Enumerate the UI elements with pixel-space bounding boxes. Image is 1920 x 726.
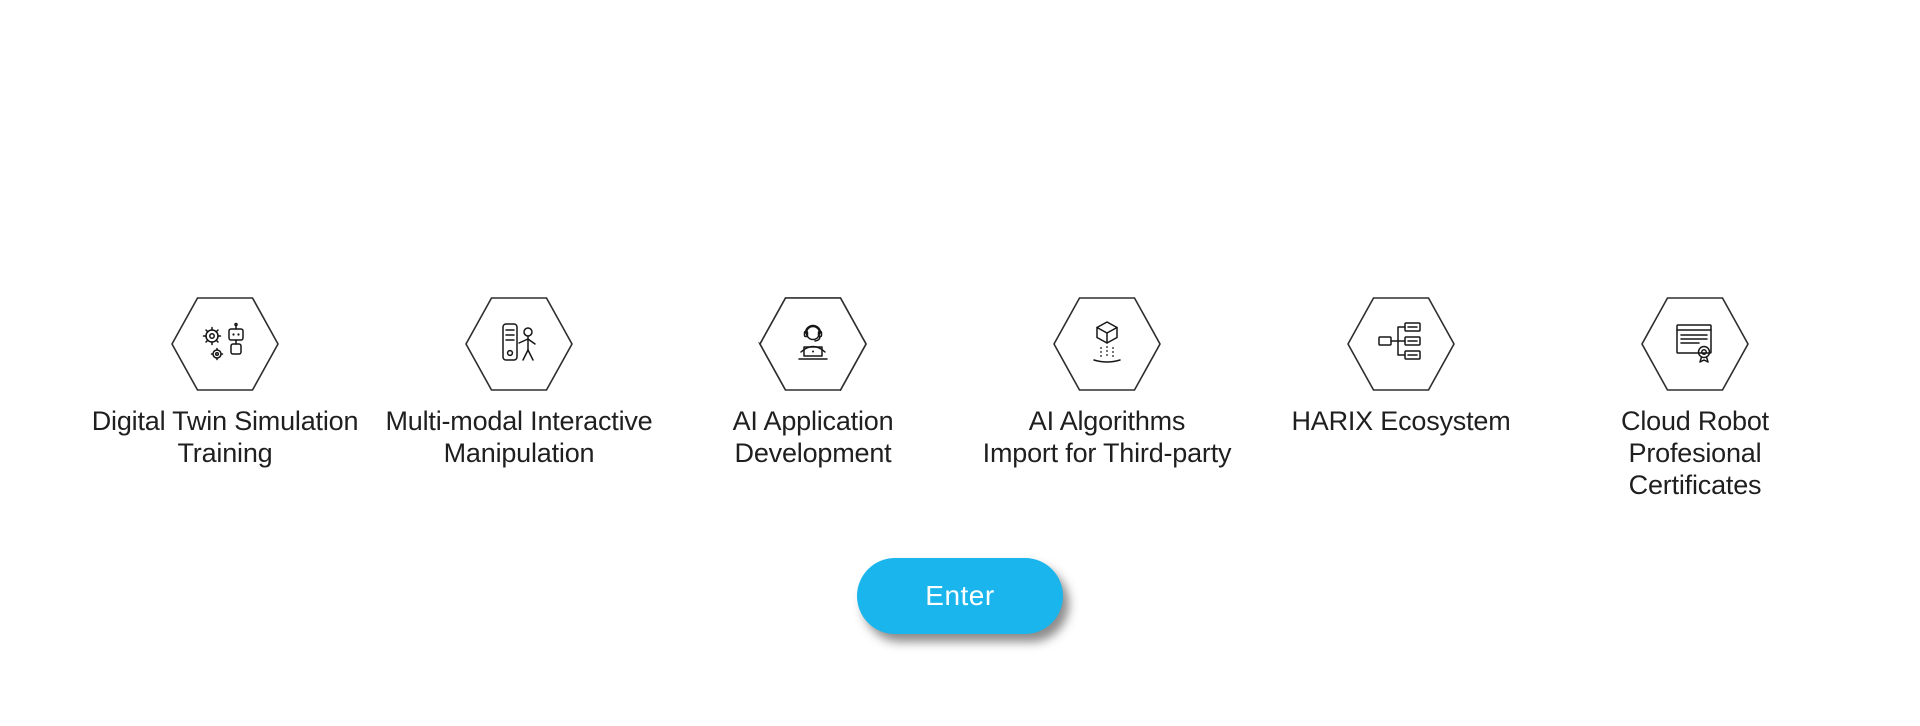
feature-label: Digital Twin Simulation Training (92, 406, 359, 470)
feature-label: HARIX Ecosystem (1291, 406, 1510, 438)
feature-label-line2: Certificates (1628, 469, 1762, 500)
cloud-robot-certificates-icon (1640, 296, 1750, 392)
ai-application-development-icon (758, 296, 868, 392)
feature-ai-algorithms: AI Algorithms Import for Third-party (963, 296, 1251, 470)
feature-label: AI Application Development (733, 406, 894, 470)
feature-harix-ecosystem: HARIX Ecosystem (1257, 296, 1545, 438)
feature-label: AI Algorithms Import for Third-party (983, 406, 1232, 470)
feature-label-line2: Manipulation (443, 437, 595, 468)
feature-label: Cloud Robot Profesional Certificates (1551, 406, 1839, 502)
feature-label: Multi-modal Interactive Manipulation (386, 406, 653, 470)
feature-label-line2: Development (734, 437, 892, 468)
feature-label-line1: Digital Twin Simulation (91, 406, 359, 436)
feature-label-line1: Cloud Robot Profesional (1621, 406, 1769, 468)
enter-button[interactable]: Enter (857, 557, 1063, 634)
feature-label-line1: HARIX Ecosystem (1291, 406, 1511, 436)
feature-label-line1: AI Application (732, 406, 894, 436)
main-content: Digital Twin Simulation Training (0, 296, 1920, 634)
harix-ecosystem-icon (1346, 296, 1456, 392)
multi-modal-interactive-icon (464, 296, 574, 392)
feature-label-line1: Multi-modal Interactive (385, 406, 653, 436)
features-row: Digital Twin Simulation Training (0, 296, 1920, 502)
feature-digital-twin: Digital Twin Simulation Training (81, 296, 369, 470)
feature-cloud-robot-certificates: Cloud Robot Profesional Certificates (1551, 296, 1839, 502)
feature-label-line2: Training (177, 437, 273, 468)
feature-label-line1: AI Algorithms (1028, 406, 1186, 436)
feature-ai-application: AI Application Development (669, 296, 957, 470)
enter-row: Enter (0, 557, 1920, 634)
feature-label-line2: Import for Third-party (982, 437, 1232, 468)
digital-twin-simulation-icon (170, 296, 280, 392)
ai-algorithms-import-icon (1052, 296, 1162, 392)
feature-multi-modal: Multi-modal Interactive Manipulation (375, 296, 663, 470)
